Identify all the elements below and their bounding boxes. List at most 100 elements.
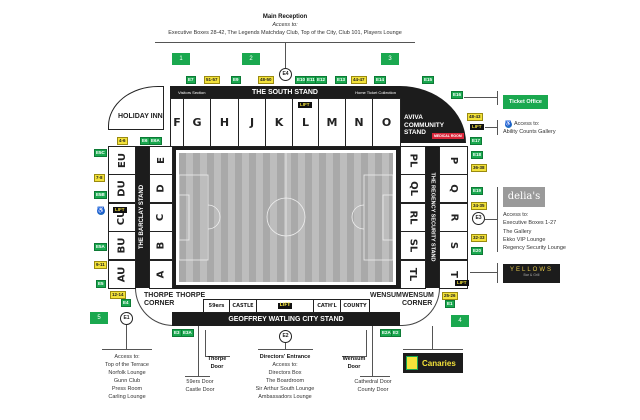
gate-e9: E9: [231, 76, 241, 84]
entrance-e4: E4: [279, 68, 292, 81]
seat-block: J: [238, 98, 266, 147]
seat-block: BU: [108, 231, 136, 261]
gate-e19: E19: [471, 187, 484, 195]
divider: [205, 356, 230, 357]
divider: [102, 349, 152, 350]
access-label: Access to:: [503, 212, 529, 218]
block-label: M: [326, 116, 338, 129]
main-reception-access: Access to:: [272, 22, 298, 28]
e1-access-list: Access to: Top of the Terrace Norfolk Lo…: [87, 353, 167, 401]
aviva-stand-name: AVIVA COMMUNITY STAND: [404, 114, 444, 136]
block-label: RL: [407, 210, 419, 225]
canaries-logo: Canaries: [403, 353, 463, 373]
block-label: R: [447, 213, 459, 222]
door-label: County Door: [357, 387, 389, 393]
yellows-sub: Bar & Grill: [523, 273, 540, 277]
divider: [403, 349, 463, 350]
fan-zone-icon: 4: [451, 315, 469, 327]
holiday-inn-label: HOLIDAY INN: [118, 113, 163, 120]
barclay-stand-name: THE BARCLAY STAND: [139, 184, 146, 250]
divider: [342, 356, 367, 357]
block-label: J: [249, 116, 255, 129]
divider: [185, 376, 210, 377]
canaries-label: Canaries: [422, 358, 456, 368]
block-label: E: [155, 157, 167, 164]
seat-block: EU: [108, 146, 136, 175]
block-label: Q: [447, 184, 459, 194]
seat-block: QL: [400, 174, 426, 204]
barclay-stand-strip: THE BARCLAY STAND: [135, 146, 150, 288]
divider: [485, 127, 497, 128]
block-label: F: [173, 116, 181, 129]
lift-barclay: LIFT: [113, 207, 127, 213]
seat-block: R: [439, 202, 468, 232]
access-item: Carling Lounge: [108, 394, 146, 400]
divider: [285, 42, 286, 68]
pitch-surround: [172, 146, 400, 289]
block-label: AU: [116, 266, 128, 282]
seat-block: LIFT: [256, 299, 314, 313]
access-item: Regency Security Lounge: [503, 245, 566, 252]
main-reception-title: Main Reception: [262, 14, 308, 20]
access-item: Gunn Club: [113, 378, 141, 384]
blocks-44-47: 44-47: [351, 76, 367, 84]
delias-access-list: Access to: Executive Boxes 1-27 The Gall…: [503, 211, 566, 252]
block-label: COUNTY: [343, 303, 367, 309]
gate-e16: E16: [451, 91, 464, 99]
access-label: Access to:: [272, 362, 298, 368]
block-label: LIFT: [277, 303, 293, 309]
visitors-section: Visitors Section: [178, 89, 206, 95]
block-label: D: [155, 184, 167, 194]
divider: [497, 187, 498, 252]
medical-room: MEDICAL ROOM: [432, 133, 464, 139]
gate-e6a: E6A: [149, 137, 162, 145]
block-label: G: [192, 116, 202, 129]
seat-block: D: [149, 174, 173, 204]
holiday-inn: [108, 86, 164, 130]
divider: [470, 272, 497, 273]
gate-e18: E18: [471, 151, 484, 159]
blocks-48-50: 48-50: [258, 76, 274, 84]
gate-e4: E4: [121, 299, 131, 307]
divider: [360, 376, 390, 377]
block-label: T: [447, 270, 459, 278]
seat-block: G: [183, 98, 211, 147]
access-item: Top of the Terrace: [105, 362, 149, 368]
seat-block: O: [372, 98, 401, 147]
block-label: CASTLE: [232, 303, 254, 309]
gate-e14: E14: [374, 76, 387, 84]
gate-e17: E17: [470, 137, 483, 145]
cathedral-door-list: Cathedral Door County Door: [348, 378, 398, 394]
blocks-36-38: 36-38: [471, 164, 487, 172]
seat-block: RL: [400, 202, 426, 232]
regency-stand-strip: THE REGENCY SECURITY STAND: [425, 146, 440, 288]
seat-block: A: [149, 259, 173, 289]
divider: [198, 326, 199, 376]
south-stand-name: THE SOUTH STAND: [252, 88, 318, 96]
block-label: SL: [407, 238, 419, 253]
gate-e5a: E5A: [94, 243, 107, 251]
access-item: Directors Box: [268, 370, 302, 376]
block-label: H: [219, 116, 230, 129]
access-label: Access to:: [114, 354, 140, 360]
divider: [497, 91, 498, 105]
entrance-e1: E1: [120, 312, 133, 325]
blocks-51-57: 51-57: [204, 76, 220, 84]
wensum-corner-label: WENSUM CORNER: [402, 292, 434, 307]
seat-block: F: [170, 98, 184, 147]
gate-e13: E13: [335, 76, 348, 84]
seat-block: 59ers: [203, 299, 230, 313]
access-item: Norfolk Lounge: [108, 370, 146, 376]
access-item: The Gallery: [503, 228, 532, 235]
blocks-9-11: 9-11: [94, 261, 107, 269]
blocks-25-26: 25-26: [442, 292, 458, 300]
divider: [258, 349, 313, 350]
block-label: CATH'L: [317, 303, 337, 309]
gate-e3a: E3A: [181, 329, 194, 337]
ticket-office-button[interactable]: Ticket Office: [503, 95, 548, 109]
divider: [432, 326, 433, 349]
accessibility-icon: ♿: [505, 121, 512, 128]
south-stand-header: Visitors Section THE SOUTH STAND Home Ti…: [170, 86, 400, 98]
seat-block: DU: [108, 174, 136, 204]
divider: [126, 325, 127, 349]
